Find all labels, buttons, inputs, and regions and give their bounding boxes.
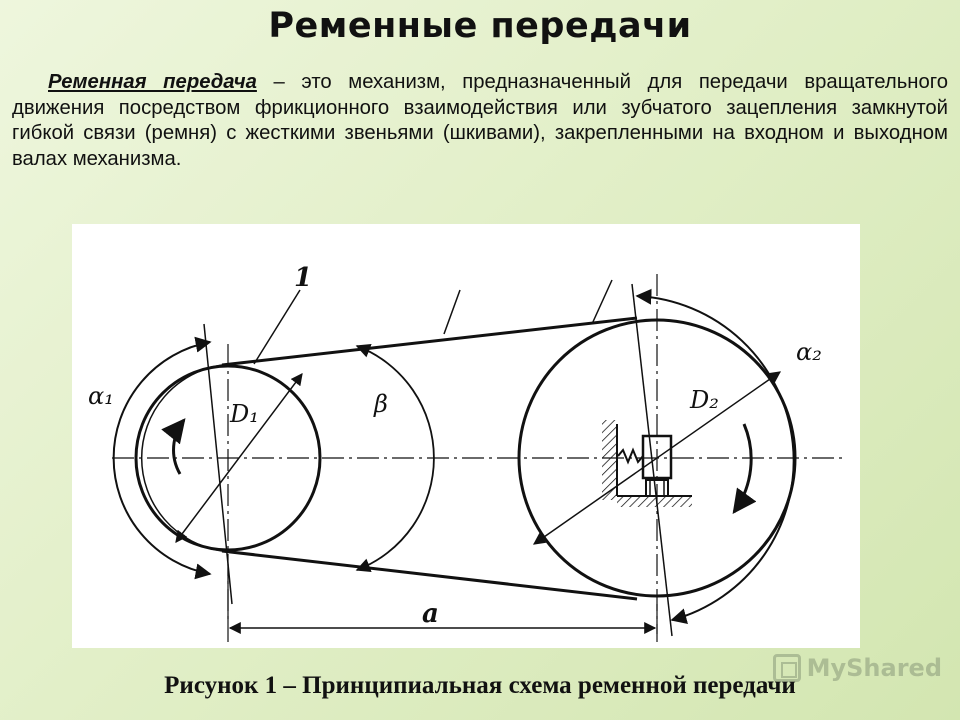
label-beta: β [373,390,388,418]
watermark-logo-icon [772,654,801,682]
small-rotation-arrow [161,418,186,475]
label-alpha2: α₂ [796,338,822,366]
belt-tick-1 [443,289,461,335]
label-d1: D₁ [229,400,259,428]
watermark-text: MyShared [806,654,942,682]
definition-term: Ременная передача [48,71,257,93]
label-alpha1: α₁ [88,382,114,410]
label-belt: 1 [294,263,312,293]
page-title: Ременные передачи [268,6,692,46]
shaft-spring [617,447,644,465]
belt-drive-svg: 1 α₁ D₁ β D₂ α₂ a [88,263,842,642]
beta-arc [355,343,435,573]
watermark: MyShared [772,650,942,686]
belt-lower [221,549,638,601]
d2-dimension [533,371,781,545]
definition-paragraph: Ременная передача – это механизм, предна… [12,70,948,172]
shaft-hatch [602,420,616,500]
alpha2-arc [635,288,795,624]
alpha1-arc [112,336,212,580]
definition-text: – это механизм, предназначенный для пере… [12,71,948,170]
label-a: a [422,599,439,629]
belt-upper [221,316,638,367]
belt-leader [253,289,301,365]
belt-drive-diagram: 1 α₁ D₁ β D₂ α₂ a [72,224,860,648]
small-pulley [134,364,322,552]
shaft-body [641,434,673,480]
label-d2: D₂ [689,386,719,414]
d1-dimension [175,373,303,543]
shaft-foot [645,479,669,497]
large-rotation-arrow [732,423,757,514]
shaft-base-hatch [617,497,692,507]
belt-tick-2 [591,279,613,325]
figure-caption: Рисунок 1 – Принципиальная схема ременно… [164,672,796,699]
